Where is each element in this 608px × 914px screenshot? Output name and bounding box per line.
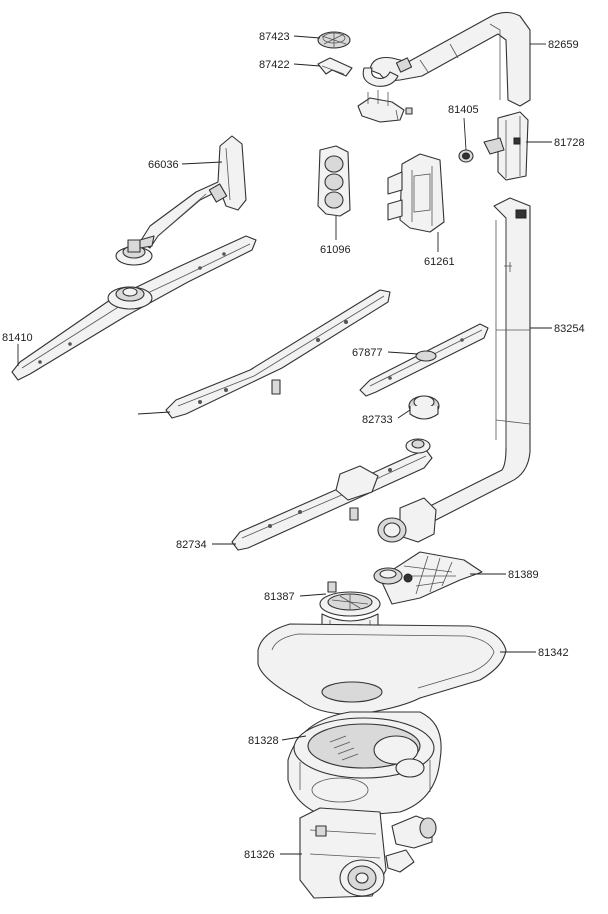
leader-81387 <box>299 593 327 597</box>
callout-81328: 81328 <box>248 735 279 747</box>
callout-81405: 81405 <box>448 104 479 116</box>
part-81326-pump-housing <box>299 807 437 899</box>
callout-87422: 87422 <box>259 59 290 71</box>
part-87422-clip <box>317 57 353 77</box>
part-61261-bracket <box>387 153 445 233</box>
part-83254-riser-tube <box>377 197 531 543</box>
part-tube-holder <box>357 90 413 123</box>
leader-81328 <box>281 735 307 741</box>
callout-81389: 81389 <box>508 569 539 581</box>
leader-lines <box>17 35 552 855</box>
callout-87423: 87423 <box>259 31 290 43</box>
callout-82659: 82659 <box>548 39 579 51</box>
callout-81410: 81410 <box>2 332 33 344</box>
callout-82733: 82733 <box>362 414 393 426</box>
part-82733-bearing-ring <box>408 395 440 420</box>
leader-81405 <box>463 117 467 151</box>
part-67877-middle-spray-arm <box>359 323 489 397</box>
callout-81728: 81728 <box>554 137 585 149</box>
callout-labels: 87423 87422 82659 81405 81728 66036 6109… <box>2 31 585 861</box>
leader-87422 <box>293 63 321 67</box>
part-81342-seal-frame <box>257 623 507 715</box>
part-87423-nut <box>317 31 351 49</box>
part-81410-lower-spray-arm <box>11 235 257 381</box>
leader-upper-spray-arm <box>137 411 171 415</box>
part-81405-grommet <box>458 149 474 163</box>
part-61096-seal <box>317 145 351 217</box>
leader-82733 <box>397 409 411 419</box>
part-81389-filter-plate <box>373 551 483 605</box>
callout-81326: 81326 <box>244 849 275 861</box>
callout-81387: 81387 <box>264 591 295 603</box>
part-66036-arm-support <box>115 135 247 266</box>
callout-66036: 66036 <box>148 159 179 171</box>
leader-87423 <box>293 35 321 39</box>
leader-66036 <box>181 161 223 165</box>
leader-67877 <box>387 351 419 355</box>
callout-61261: 61261 <box>424 256 455 268</box>
part-upper-spray-arm <box>165 289 391 419</box>
part-82734-arm-with-feed <box>231 438 433 551</box>
callout-82734: 82734 <box>176 539 207 551</box>
callout-83254: 83254 <box>554 323 585 335</box>
callout-81342: 81342 <box>538 647 569 659</box>
part-82659-upper-tube <box>362 11 531 107</box>
part-81728-connector <box>483 111 529 181</box>
callout-67877: 67877 <box>352 347 383 359</box>
callout-61096: 61096 <box>320 244 351 256</box>
part-81328-sump-housing <box>287 711 442 819</box>
